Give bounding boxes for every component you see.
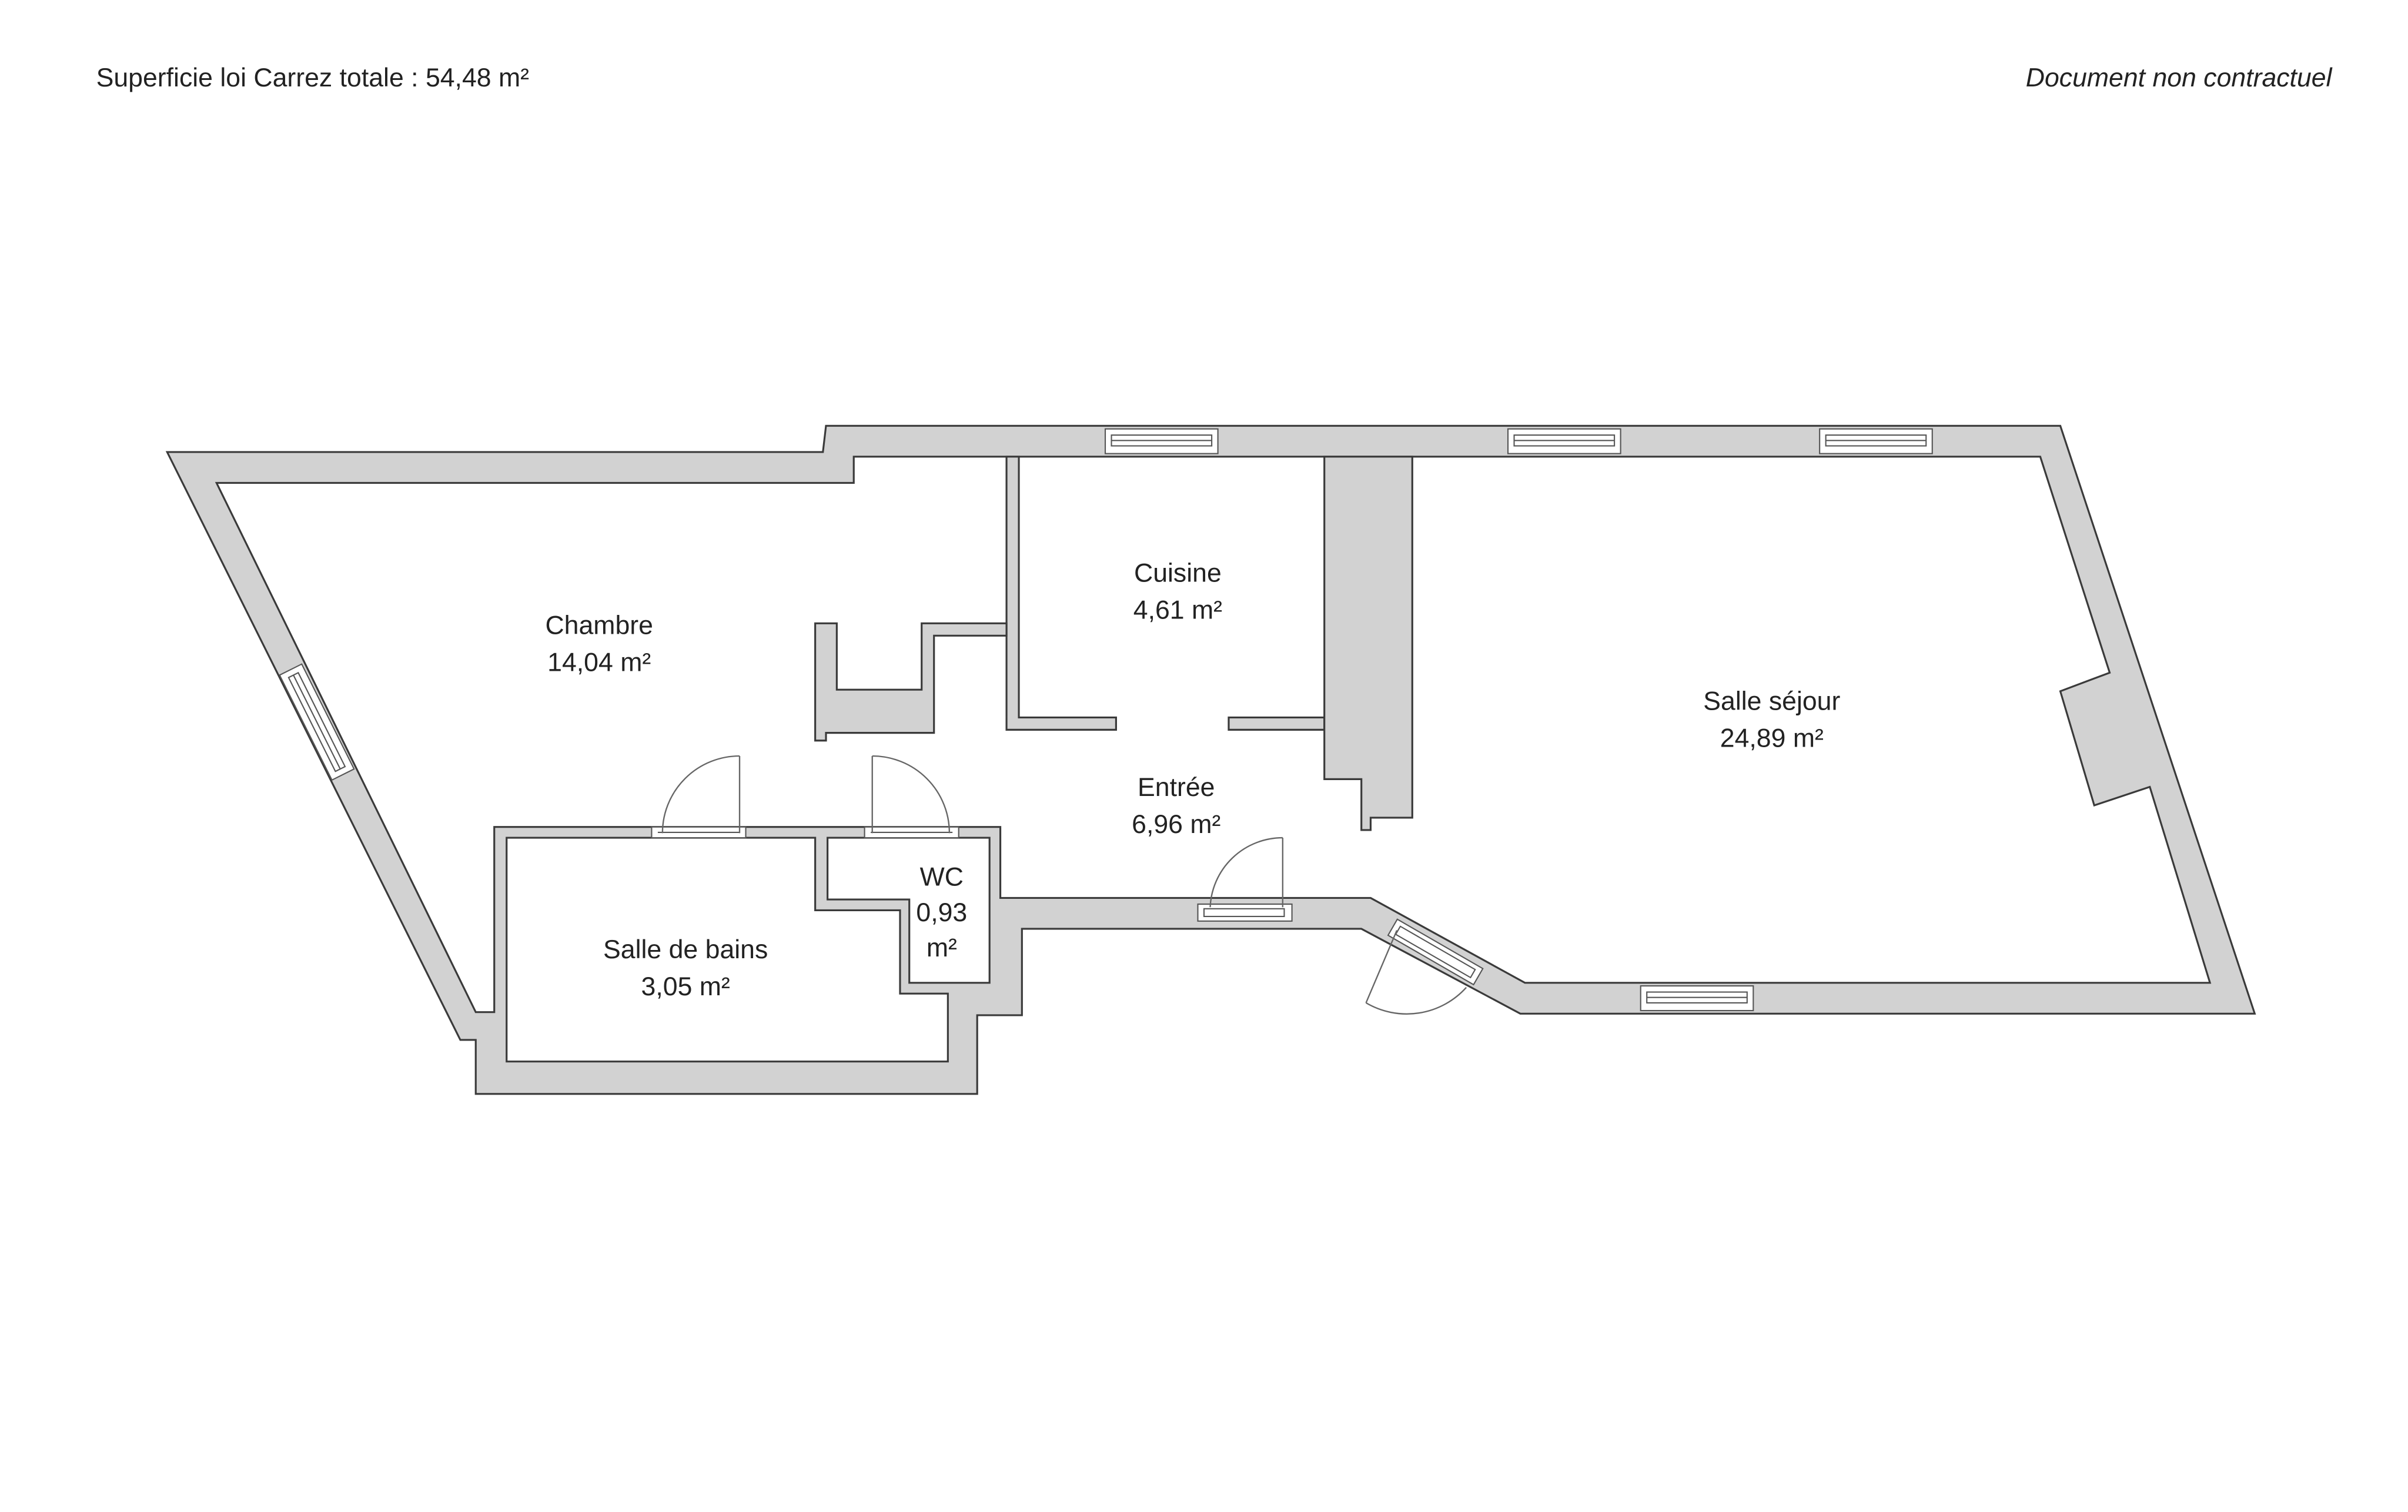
svg-text:Salle de bains: Salle de bains <box>603 935 768 964</box>
label-salle-sejour: Salle séjour 24,89 m² <box>1703 687 1840 752</box>
window-top-sejour-2 <box>1819 428 1933 454</box>
main-interior <box>215 456 2212 1013</box>
svg-text:WC: WC <box>920 862 964 891</box>
door-salle-de-bains[interactable] <box>651 755 747 839</box>
svg-text:Entrée: Entrée <box>1138 773 1215 802</box>
svg-text:24,89 m²: 24,89 m² <box>1720 724 1824 752</box>
svg-text:Salle séjour: Salle séjour <box>1703 687 1840 715</box>
svg-text:m²: m² <box>927 934 957 962</box>
label-cuisine: Cuisine 4,61 m² <box>1133 558 1222 624</box>
total-area-label: Superficie loi Carrez totale : 54,48 m² <box>96 63 529 92</box>
svg-text:14,04 m²: 14,04 m² <box>547 648 651 677</box>
disclaimer: Document non contractuel <box>2026 63 2333 92</box>
door-entree[interactable] <box>1197 837 1293 922</box>
svg-text:Cuisine: Cuisine <box>1134 558 1222 587</box>
svg-text:Chambre: Chambre <box>545 611 653 640</box>
kitchen-left-wall <box>1005 456 1117 731</box>
svg-text:4,61 m²: 4,61 m² <box>1133 596 1222 624</box>
window-top-sejour-1 <box>1507 428 1621 454</box>
door-wc[interactable] <box>864 755 959 839</box>
label-wc: WC 0,93 m² <box>916 862 967 962</box>
room-salle-de-bains <box>506 837 949 1063</box>
window-top-cuisine <box>1104 428 1219 454</box>
central-column-wall <box>1323 456 1413 831</box>
room-wc <box>827 837 991 984</box>
svg-text:0,93: 0,93 <box>916 898 967 927</box>
label-salle-de-bains: Salle de bains 3,05 m² <box>603 935 768 1001</box>
label-chambre: Chambre 14,04 m² <box>545 611 653 677</box>
chambre-closet-wall <box>814 622 1008 742</box>
label-entree: Entrée 6,96 m² <box>1132 773 1220 839</box>
svg-text:6,96 m²: 6,96 m² <box>1132 810 1220 839</box>
window-chambre-left <box>279 663 355 781</box>
kitchen-right-stub <box>1228 716 1326 731</box>
svg-text:3,05 m²: 3,05 m² <box>641 972 730 1001</box>
window-bottom-sejour <box>1640 985 1754 1012</box>
door-entree-diagonal[interactable] <box>1365 918 1484 1015</box>
